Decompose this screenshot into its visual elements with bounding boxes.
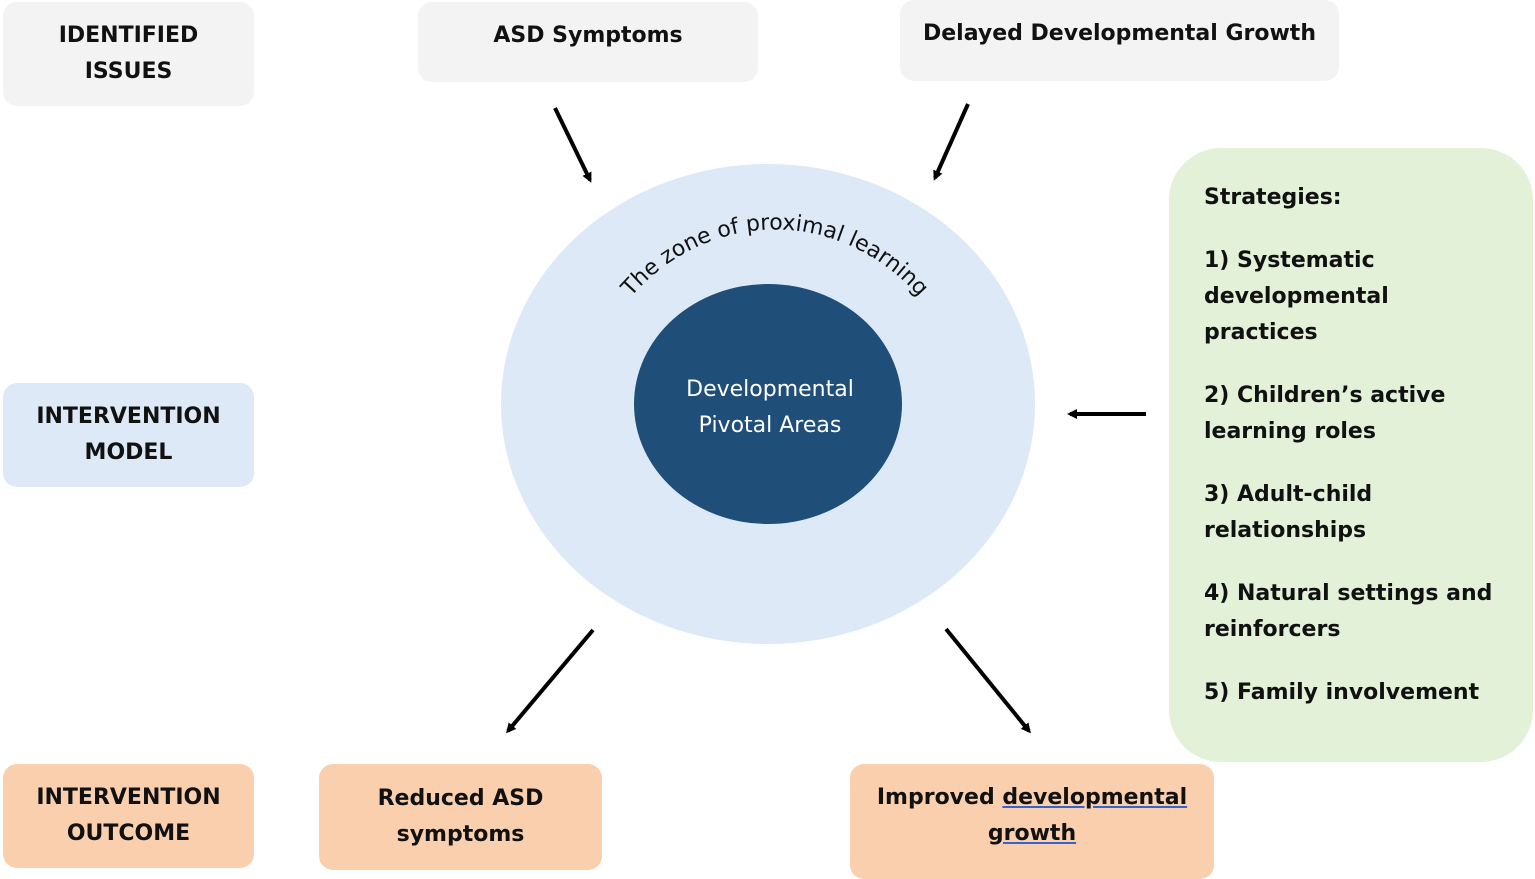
pivotal-areas-line-1: Developmental xyxy=(686,377,854,402)
intervention-model-header: INTERVENTION MODEL xyxy=(3,383,254,487)
intervention-outcome-line-2: OUTCOME xyxy=(66,821,191,846)
strategy-3-line-1: 3) Adult-child xyxy=(1204,482,1373,507)
delayed-growth-box: Delayed Developmental Growth xyxy=(900,0,1339,81)
improved-growth-line-1: Improved developmental xyxy=(877,780,1187,816)
pivotal-areas-line-2: Pivotal Areas xyxy=(699,413,842,438)
strategy-2-line-1: 2) Children’s active xyxy=(1204,383,1446,408)
strategy-4-line-1: 4) Natural settings and xyxy=(1204,581,1493,606)
strategy-3-line-2: relationships xyxy=(1204,518,1367,543)
strategy-5-line-1: 5) Family involvement xyxy=(1204,680,1480,705)
reduced-asd-line-1: Reduced ASD xyxy=(377,786,544,811)
strategy-1-line-1: 1) Systematic xyxy=(1204,248,1375,273)
improved-prefix: Improved xyxy=(876,785,995,810)
strategies-panel: Strategies: 1) Systematic developmental … xyxy=(1169,148,1533,762)
improved-growth-box: Improved developmental growth xyxy=(850,764,1214,879)
identified-issues-header: IDENTIFIED ISSUES xyxy=(3,2,254,106)
arrow-delay-to-model xyxy=(933,103,970,181)
identified-issues-line-2: ISSUES xyxy=(84,59,173,84)
asd-symptoms-box: ASD Symptoms xyxy=(418,2,758,82)
developmental-word: developmental xyxy=(1002,785,1188,810)
identified-issues-line-1: IDENTIFIED xyxy=(58,23,199,48)
growth-word: growth xyxy=(987,821,1077,846)
developmental-pivotal-areas-circle xyxy=(634,284,902,524)
intervention-model-line-1: INTERVENTION xyxy=(36,404,221,429)
reduced-asd-box: Reduced ASD symptoms xyxy=(319,764,602,870)
reduced-asd-line-2: symptoms xyxy=(396,822,525,847)
intervention-model-line-2: MODEL xyxy=(84,440,173,465)
strategies-title: Strategies: xyxy=(1204,185,1342,210)
strategy-item-4: 4) Natural settings and reinforcers xyxy=(1204,576,1513,648)
intervention-outcome-line-1: INTERVENTION xyxy=(36,785,221,810)
intervention-outcome-header: INTERVENTION OUTCOME xyxy=(3,764,254,868)
strategy-2-line-2: learning roles xyxy=(1204,419,1376,444)
arrow-model-to-improved-growth xyxy=(944,627,1031,734)
strategy-item-2: 2) Children’s active learning roles xyxy=(1204,378,1513,450)
strategy-4-line-2: reinforcers xyxy=(1204,617,1341,642)
strategy-item-3: 3) Adult-child relationships xyxy=(1204,477,1513,549)
asd-symptoms-label: ASD Symptoms xyxy=(493,23,683,48)
strategy-item-5: 5) Family involvement xyxy=(1204,675,1513,711)
strategy-item-1: 1) Systematic developmental practices xyxy=(1204,243,1513,351)
arrow-asd-to-model xyxy=(553,107,592,183)
strategy-1-line-3: practices xyxy=(1204,320,1318,345)
strategy-1-line-2: developmental xyxy=(1204,284,1389,309)
delayed-growth-label: Delayed Developmental Growth xyxy=(922,21,1316,46)
arrow-model-to-reduced-asd xyxy=(506,628,595,734)
